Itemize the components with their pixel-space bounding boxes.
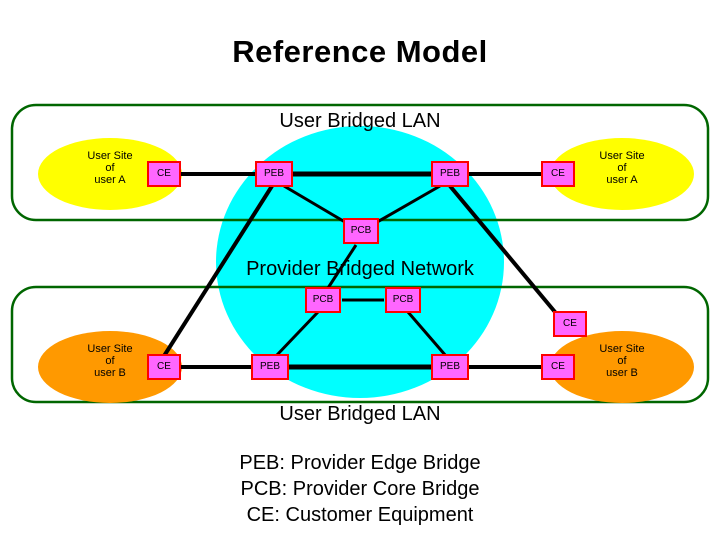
ce-mid-right-box	[553, 311, 587, 337]
site-b-right-shape	[550, 331, 694, 403]
site-a-right-shape	[550, 138, 694, 210]
link-pcb-top-to-peb-top-left	[283, 184, 351, 227]
peb-top-right-box	[431, 161, 469, 187]
page-title: Reference Model	[232, 34, 488, 69]
ce-top-left-box	[147, 161, 181, 187]
bottom-lan-label: User Bridged LAN	[279, 403, 441, 425]
site-a-left-shape	[38, 138, 182, 210]
bottom-lan-boundary	[10, 285, 710, 404]
link-pcb-top-to-pcb-mid-left	[326, 244, 358, 289]
link-pcb-mid-right-to-peb-bottom-right	[406, 311, 448, 357]
ce-top-right-box	[541, 161, 575, 187]
legend-item-pcb: PCB: Provider Core Bridge	[240, 478, 480, 500]
link-peb-top-left-to-ce-bottom-left	[162, 184, 274, 358]
peb-bottom-left-box	[251, 354, 289, 380]
top-lan-label: User Bridged LAN	[279, 110, 441, 132]
peb-bottom-right-box	[431, 354, 469, 380]
provider-cloud	[216, 126, 504, 398]
legend-item-peb: PEB: Provider Edge Bridge	[239, 452, 481, 474]
pcb-top-box	[343, 218, 379, 244]
ce-bottom-left-box	[147, 354, 181, 380]
peb-top-left-box	[255, 161, 293, 187]
site-b-left-shape	[38, 331, 182, 403]
ce-bottom-right-box	[541, 354, 575, 380]
node-boxes	[147, 161, 587, 380]
link-peb-top-right-to-ce-mid-right	[448, 184, 562, 320]
legend: PEB: Provider Edge Bridge PCB: Provider …	[0, 450, 720, 528]
pcb-mid-left-box	[305, 287, 341, 313]
link-pcb-top-to-peb-top-right	[371, 184, 441, 227]
pcb-mid-right-box	[385, 287, 421, 313]
link-pcb-mid-left-to-peb-bottom-left	[274, 310, 320, 358]
legend-item-ce: CE: Customer Equipment	[246, 504, 474, 526]
provider-network-label: Provider Bridged Network	[246, 258, 474, 280]
links	[162, 171, 562, 370]
